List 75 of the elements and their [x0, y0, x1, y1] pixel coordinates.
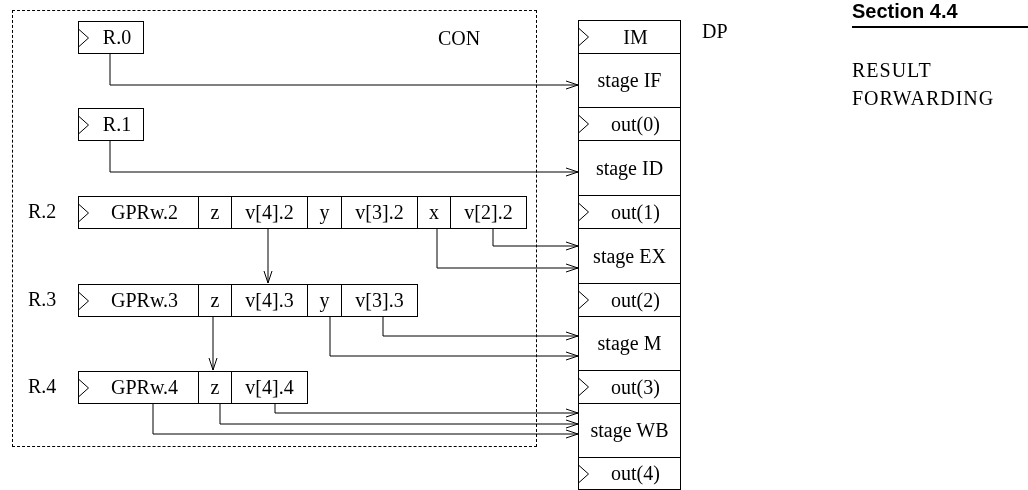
- register-field-box: [78, 284, 199, 317]
- arrow: [436, 227, 579, 273]
- node-text: stage IF: [597, 69, 662, 92]
- pipeline-stage-box: [578, 228, 681, 284]
- node-text: v[3].3: [355, 289, 404, 312]
- register-field-box: [307, 196, 342, 229]
- node-text: z: [210, 376, 220, 399]
- output-register-box: [578, 457, 681, 490]
- node-text: stage EX: [593, 244, 666, 268]
- register-field-box: [198, 284, 232, 317]
- node-text: v[2].2: [464, 201, 513, 224]
- node-text: z: [210, 201, 220, 224]
- node-text: z: [210, 289, 220, 312]
- node-text: GPRw.2: [110, 201, 179, 224]
- node-text: out(1): [611, 200, 660, 224]
- node-text: y: [319, 289, 330, 312]
- output-register-box: [578, 195, 681, 229]
- register-field-box: [78, 196, 199, 229]
- register-field-box: [198, 196, 232, 229]
- node-text: x: [429, 201, 439, 224]
- node-text: out(2): [611, 288, 660, 312]
- register-field-box: [231, 196, 308, 229]
- arrow: [274, 402, 579, 418]
- pipeline-stage-box: [578, 53, 681, 108]
- register-label: R.2: [28, 200, 57, 223]
- arrow: [263, 227, 273, 284]
- register-field-box: [198, 371, 232, 404]
- arrow: [492, 227, 579, 251]
- control-boundary-box: [12, 10, 537, 447]
- pipeline-stage-box: [578, 316, 681, 371]
- unit-name: CON: [438, 27, 481, 50]
- node-text: out(3): [611, 375, 660, 399]
- node-text: out(0): [611, 112, 660, 136]
- node-text: v[3].2: [355, 201, 404, 224]
- register-label: R.4: [28, 375, 57, 398]
- register-label: R.3: [28, 288, 57, 311]
- register-field-box: [231, 284, 308, 317]
- arrow: [329, 315, 579, 361]
- arrow: [109, 139, 579, 177]
- output-register-box: [578, 107, 681, 141]
- pipeline-stage-box: [578, 140, 681, 196]
- output-register-box: [578, 370, 681, 404]
- register-field-box: [307, 284, 342, 317]
- section-title: RESULT FORWARDING: [852, 58, 996, 111]
- node-text: out(4): [611, 462, 660, 485]
- register-field-box: [78, 21, 144, 54]
- output-register-box: [578, 283, 681, 317]
- register-field-box: [78, 371, 199, 404]
- arrow: [109, 52, 579, 90]
- arrow: [382, 315, 579, 341]
- arrow: [219, 402, 579, 429]
- node-text: stage ID: [595, 156, 664, 180]
- pipeline-stage-box: [578, 403, 681, 458]
- arrow: [208, 315, 218, 371]
- node-text: R.0: [102, 26, 132, 49]
- node-text: GPRw.3: [110, 289, 179, 312]
- section-header: Section 4.4: [852, 0, 958, 23]
- node-text: v[4].4: [245, 376, 294, 399]
- node-text: v[4].2: [245, 201, 294, 224]
- node-text: stage WB: [590, 419, 669, 442]
- register-field-box: [417, 196, 451, 229]
- register-field-box: [341, 284, 418, 317]
- node-text: v[4].3: [245, 289, 294, 312]
- node-text: R.1: [102, 113, 132, 136]
- register-field-box: [341, 196, 418, 229]
- node-text: IM: [623, 25, 648, 49]
- register-field-box: [231, 371, 308, 404]
- output-register-box: [578, 20, 681, 54]
- unit-name: DP: [702, 20, 728, 43]
- register-field-box: [78, 108, 144, 141]
- register-field-box: [450, 196, 527, 229]
- arrow: [152, 402, 579, 439]
- node-text: stage M: [597, 332, 662, 355]
- node-text: y: [319, 201, 330, 224]
- node-text: GPRw.4: [110, 376, 179, 399]
